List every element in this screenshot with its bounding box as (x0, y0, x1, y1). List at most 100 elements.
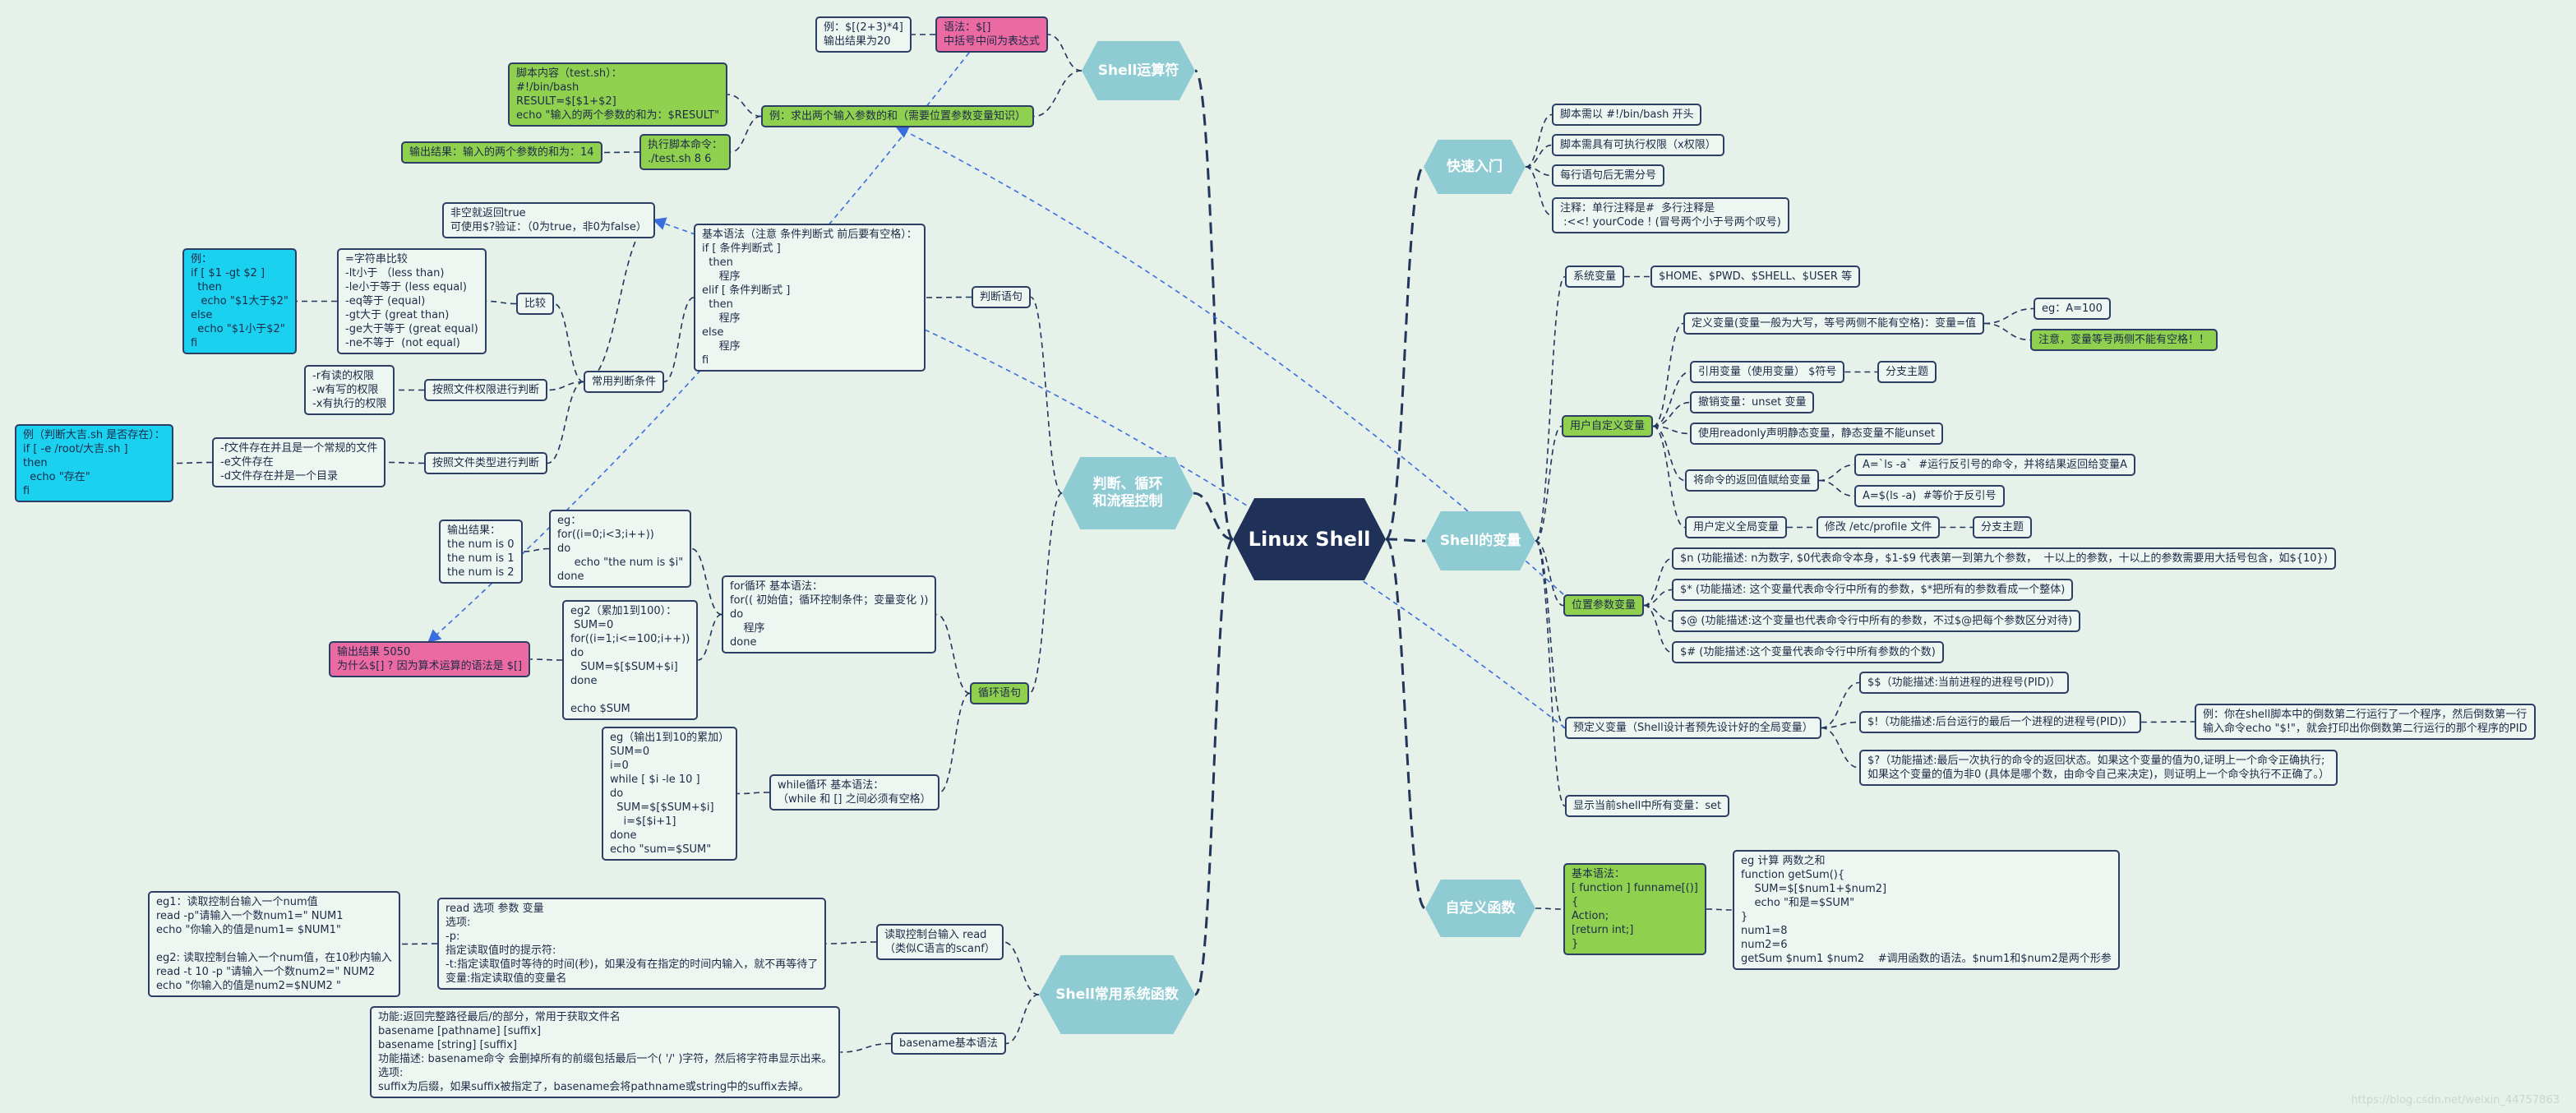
var-pos-n[interactable]: $n (功能描述: n为数字, $0代表命令本身，$1-$9 代表第一到第九个参… (1672, 547, 2336, 570)
var-global-edit[interactable]: 修改 /etc/profile 文件 (1817, 516, 1941, 538)
var-pos-star[interactable]: $* (功能描述: 这个变量代表命令行中所有的参数，$*把所有的参数看成一个整体… (1672, 579, 2074, 601)
root-node[interactable]: Linux Shell (1233, 498, 1386, 580)
relation-arrow (652, 217, 1566, 729)
connector (1535, 540, 1564, 607)
loop-label[interactable]: 循环语句 (970, 682, 1030, 704)
branch-shell-operators[interactable]: Shell运算符 (1082, 41, 1195, 100)
op-example[interactable]: 例：$[(2+3)*4] 输出结果为20 (815, 16, 912, 53)
connector (1652, 425, 1686, 482)
var-define-eg[interactable]: eg：A=100 (2034, 298, 2111, 320)
connector (939, 692, 971, 793)
quick-1[interactable]: 脚本需以 #!/bin/bash 开头 (1552, 104, 1702, 126)
while-syntax[interactable]: while循环 基本语法： （while 和 [] 之间必须有空格） (769, 774, 939, 811)
sys-basename-desc[interactable]: 功能:返回完整路径最后/的部分，常用于获取文件名 basename [pathn… (370, 1006, 841, 1098)
for-output[interactable]: 输出结果： the num is 0 the num is 1 the num … (439, 520, 523, 584)
op-syntax[interactable]: 语法：$[] 中括号中间为表达式 (935, 16, 1049, 53)
for-example[interactable]: eg： for((i=0;i<3;i++)) do echo "the num … (549, 510, 692, 588)
connector (730, 115, 762, 153)
branch-flow-control[interactable]: 判断、循环 和流程控制 (1062, 457, 1193, 529)
var-unset[interactable]: 撤销变量：unset 变量 (1690, 391, 1815, 413)
sys-read-example[interactable]: eg1：读取控制台输入一个num值 read -p"请输入一个数num1=" N… (148, 891, 400, 997)
var-predefined[interactable]: 预定义变量（Shell设计者预先设计好的全局变量） (1565, 717, 1821, 739)
connector (1005, 994, 1040, 1045)
connector (1525, 144, 1553, 168)
connector (2140, 721, 2195, 723)
var-define-note[interactable]: 注意，变量等号两侧不能有空格！！ (2030, 329, 2218, 351)
var-pre-pid[interactable]: $$（功能描述:当前进程的进程号(PID)） (1859, 672, 2069, 694)
branch-system-functions[interactable]: Shell常用系统函数 (1039, 955, 1195, 1034)
sys-read-syntax[interactable]: read 选项 参数 变量 选项: -p: 指定读取值时的提示符: -t:指定读… (437, 898, 827, 990)
var-pos-count[interactable]: $# (功能描述:这个变量代表命令行中所有参数的个数) (1672, 641, 1944, 663)
quick-3[interactable]: 每行语句后无需分号 (1552, 164, 1665, 187)
var-readonly[interactable]: 使用readonly声明静态变量，静态变量不能unset (1690, 423, 1944, 445)
var-global[interactable]: 用户定义全局变量 (1685, 516, 1788, 538)
var-system-list[interactable]: $HOME、$PWD、$SHELL、$USER 等 (1650, 266, 1861, 288)
sys-basename[interactable]: basename基本语法 (891, 1032, 1006, 1055)
func-example[interactable]: eg 计算 两数之和 function getSum(){ SUM=$[$num… (1733, 850, 2120, 970)
var-cmd-dollar[interactable]: A=$(ls -a) #等价于反引号 (1854, 485, 2005, 507)
sys-read[interactable]: 读取控制台输入 read （类似C语言的scanf） (876, 924, 1004, 960)
var-user[interactable]: 用户自定义变量 (1562, 415, 1654, 437)
connector (530, 658, 563, 661)
func-syntax[interactable]: 基本语法： [ function ] funname[()] { Action;… (1563, 863, 1706, 955)
connector (1535, 907, 1564, 910)
quick-4[interactable]: 注释：单行注释是# 多行注释是 :<<! yourCode ! (冒号两个小于号… (1552, 197, 1789, 233)
var-pos-at[interactable]: $@ (功能描述:这个变量也代表命令行中所有的参数，不过$@把每个参数区分对待) (1672, 610, 2081, 632)
for-output-2[interactable]: 输出结果 5050 为什么$[] ? 因为算术运算的语法是 $[] (329, 641, 531, 677)
connector (1030, 296, 1063, 494)
connector (1525, 113, 1553, 168)
var-global-sub[interactable]: 分支主题 (1973, 516, 2033, 538)
connector (727, 94, 762, 118)
var-cmd-backtick[interactable]: A=`ls -a` #运行反引号的命令，并将结果返回给变量A (1854, 454, 2136, 476)
connector (1818, 464, 1855, 482)
ftype-operators[interactable]: -f文件存在并且是一个常规的文件 -e文件存在 -d文件存在并是一个目录 (212, 437, 386, 487)
var-reference-sub[interactable]: 分支主题 (1877, 361, 1937, 383)
connector (1652, 425, 1686, 529)
var-pre-status[interactable]: $?（功能描述:最后一次执行的命令的返回状态。如果这个变量的值为0,证明上一个命… (1859, 750, 2338, 786)
var-cmd-assign[interactable]: 将命令的返回值赋给变量 (1685, 469, 1820, 492)
op-run[interactable]: 执行脚本命令： ./test.sh 8 6 (639, 134, 732, 170)
cond-true[interactable]: 非空就返回true 可使用$?验证：（0为true，非0为false） (442, 202, 655, 238)
branch-quick-start[interactable]: 快速入门 (1424, 140, 1526, 194)
connector (1652, 401, 1691, 427)
ftype-example[interactable]: 例（判断大吉.sh 是否存在）： if [ -e /root/大吉.sh ] t… (15, 424, 173, 502)
var-pre-bgpid-eg[interactable]: 例：你在shell脚本中的倒数第二行运行了一个程序，然后倒数第一行 输入命令ec… (2195, 704, 2536, 740)
connector (1818, 479, 1855, 497)
cmp-operators[interactable]: =字符串比较 -lt小于 （less than) -le小于等于 (less e… (337, 248, 487, 354)
connector (1535, 275, 1566, 542)
cond-common[interactable]: 常用判断条件 (584, 371, 665, 393)
connector (1643, 589, 1673, 607)
op-output[interactable]: 输出结果：输入的两个参数的和为：14 (401, 141, 602, 164)
op-script[interactable]: 脚本内容（test.sh）： #!/bin/bash RESULT=$[$1+$… (508, 62, 728, 127)
for-syntax[interactable]: for循环 基本语法： for(( 初始值；循环控制条件；变量变化 )) do … (722, 575, 937, 653)
connector (1821, 727, 1860, 769)
op-sum-example[interactable]: 例：求出两个输入参数的和（需要位置参数变量知识） (761, 105, 1035, 127)
branch-shell-variables[interactable]: Shell的变量 (1425, 511, 1535, 570)
var-system[interactable]: 系统变量 (1565, 266, 1625, 288)
perm-operators[interactable]: -r有读的权限 -w有写的权限 -x有执行的权限 (304, 365, 395, 415)
watermark: https://blog.csdn.net/weixin_44757863 (2351, 1094, 2560, 1106)
if-label[interactable]: 判断语句 (972, 286, 1032, 308)
connector (1535, 540, 1566, 729)
var-pre-bgpid[interactable]: $!（功能描述:后台运行的最后一个进程的进程号(PID)） (1859, 711, 2141, 733)
var-set[interactable]: 显示当前shell中所有变量：set (1565, 795, 1730, 817)
var-define[interactable]: 定义变量(变量一般为大写，等号两侧不能有空格)：变量=值 (1683, 312, 1985, 335)
for-example-2[interactable]: eg2（累加1到100）： SUM=0 for((i=1;i<=100;i++)… (562, 600, 699, 720)
relation-arrow (895, 126, 1564, 595)
connector (522, 547, 550, 552)
while-example[interactable]: eg（输出1到10的累加） SUM=0 i=0 while [ $i -le 1… (602, 727, 738, 861)
ftype-label[interactable]: 按照文件类型进行判断 (424, 452, 548, 474)
connector (583, 219, 655, 383)
quick-2[interactable]: 脚本需具有可执行权限（x权限） (1552, 134, 1724, 156)
cmp-example[interactable]: 例： if [ $1 -gt $2 ] then echo "$1大于$2" e… (182, 248, 297, 354)
branch-custom-functions[interactable]: 自定义函数 (1425, 880, 1535, 937)
connector (663, 297, 695, 383)
connector (385, 461, 425, 464)
perm-label[interactable]: 按照文件权限进行判断 (424, 379, 548, 401)
var-reference[interactable]: 引用变量（使用变量） $符号 (1690, 361, 1845, 383)
connector (737, 792, 770, 795)
var-positional[interactable]: 位置参数变量 (1563, 594, 1645, 617)
cmp-label[interactable]: 比较 (516, 293, 555, 315)
if-syntax[interactable]: 基本语法（注意 条件判断式 前后要有空格）： if [ 条件判断式 ] then… (694, 224, 926, 372)
